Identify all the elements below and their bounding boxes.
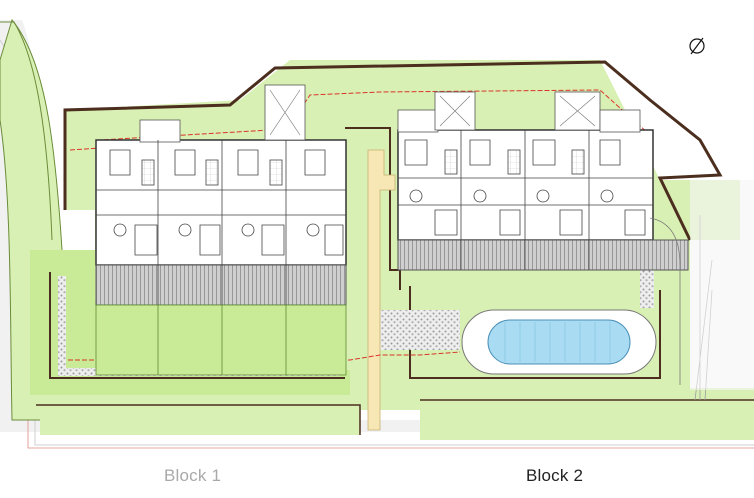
site-edge-lines	[36, 399, 754, 435]
block-1-courtyards	[139, 119, 181, 143]
lawn-strip-bottom-left	[40, 395, 360, 435]
gravel-strip-right	[640, 268, 654, 308]
block-2-terrace-deck	[397, 239, 689, 271]
green-verge-left-outer	[0, 21, 53, 241]
right-road-strip	[690, 180, 754, 390]
gravel-strip-left	[58, 276, 66, 376]
lawn-bottom-right	[420, 388, 754, 438]
block-1-label: Block 1	[164, 466, 222, 485]
central-path	[367, 149, 396, 431]
block-1-terrace-deck	[95, 264, 347, 306]
block-2-label: Block 2	[526, 466, 584, 485]
garden-wall-left	[49, 272, 345, 379]
gravel-strip-pool	[380, 310, 460, 350]
block-2-building	[397, 91, 689, 271]
north-arrow-icon	[689, 37, 705, 55]
setback-line-bottom	[68, 351, 461, 361]
parcel-boundary	[63, 60, 723, 241]
block-1-building	[95, 84, 347, 376]
boundary-inner	[345, 127, 401, 290]
right-curve	[649, 217, 681, 385]
pool-water	[487, 319, 631, 365]
pool-icon	[461, 309, 657, 375]
